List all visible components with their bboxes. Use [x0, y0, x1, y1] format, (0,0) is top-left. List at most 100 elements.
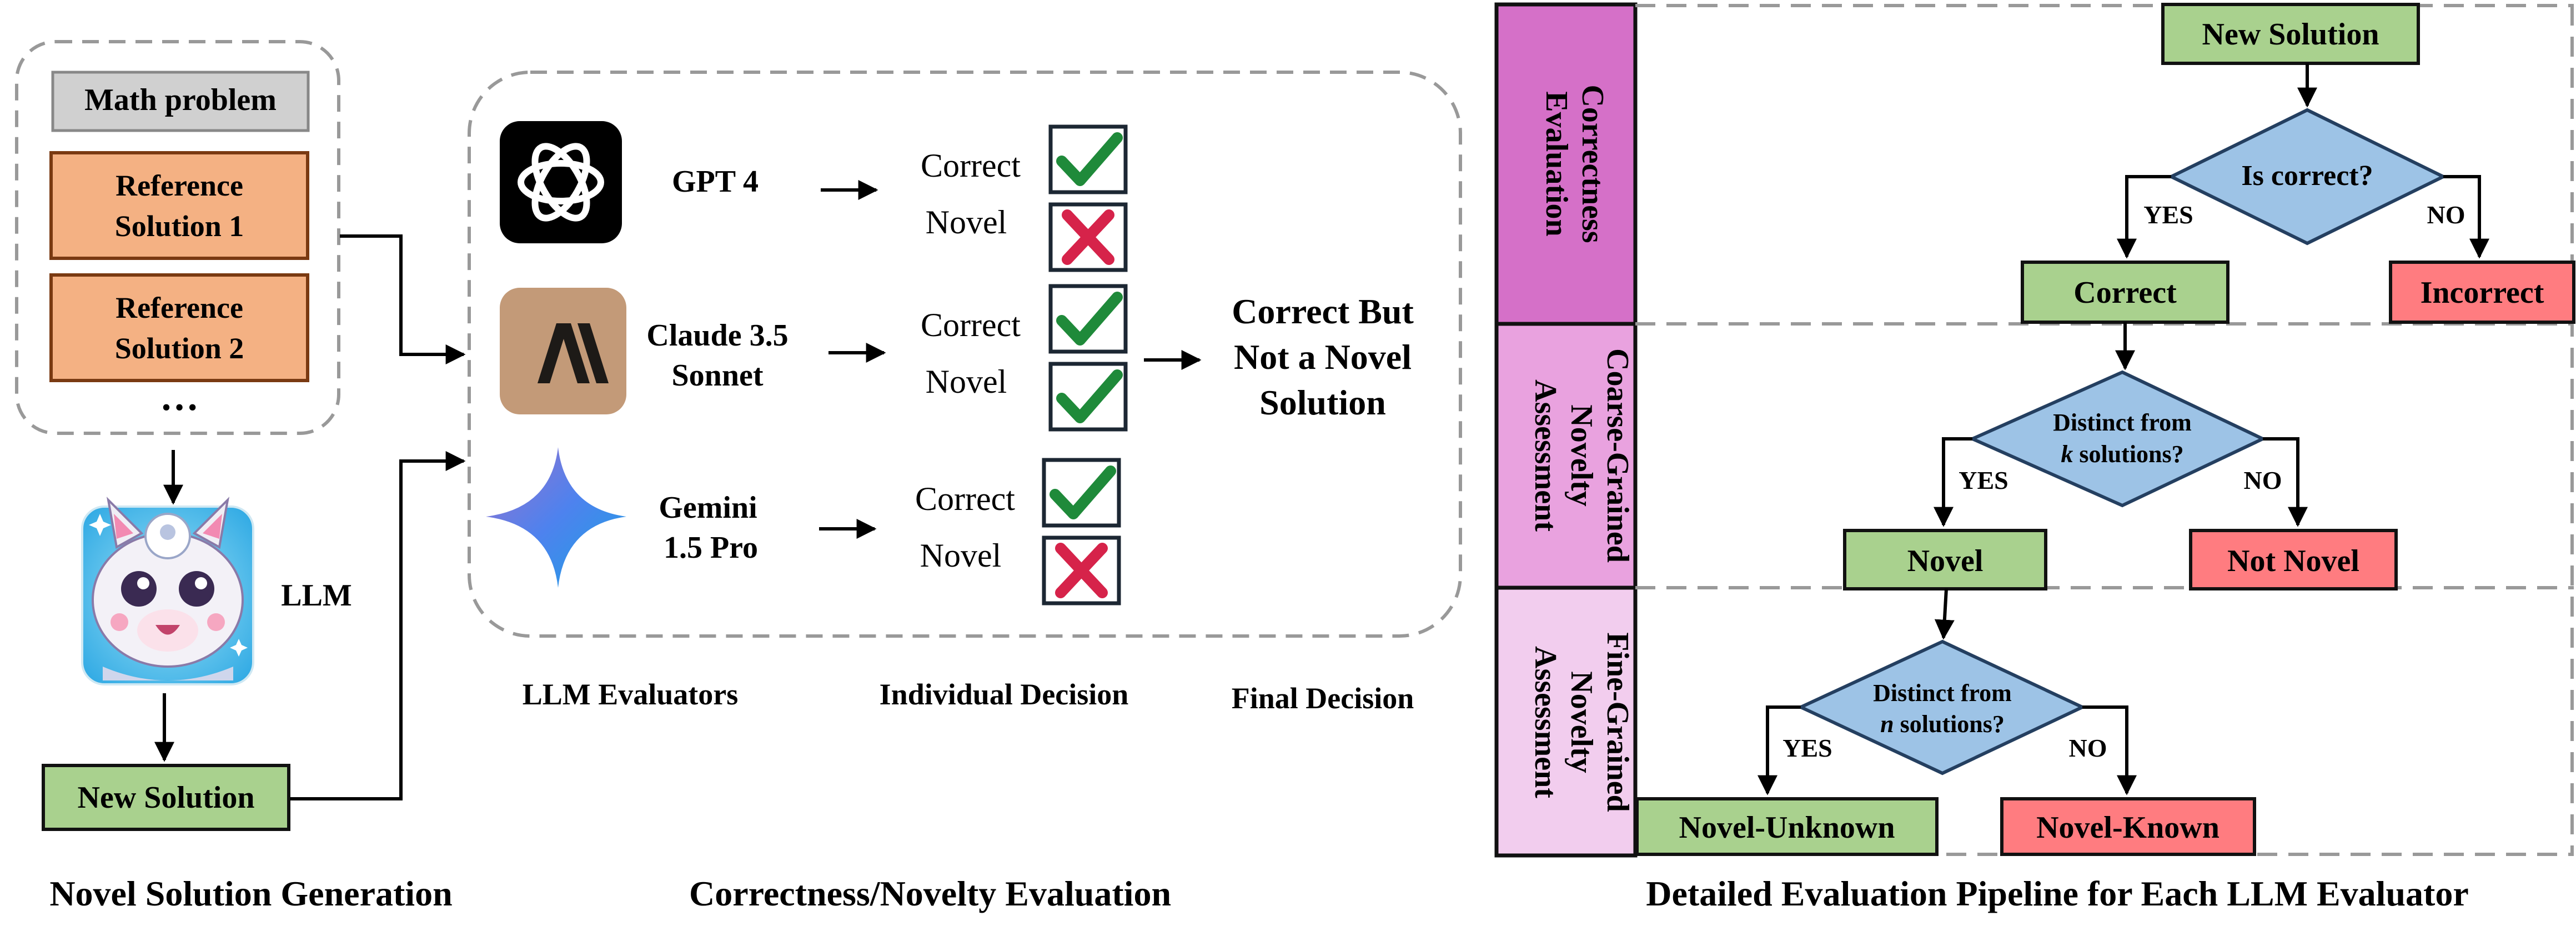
reference-solution-2-line1: Reference — [116, 291, 243, 324]
llm-label: LLM — [281, 578, 352, 613]
model-name-claude-line1: Claude 3.5 — [646, 318, 788, 353]
arrow-q3-no — [2082, 705, 2137, 795]
connector-references-to-evaluators — [340, 234, 466, 364]
q2-yes-label: YES — [1959, 466, 2008, 494]
section-title-generation: Novel Solution Generation — [49, 874, 452, 913]
q1-yes-label: YES — [2143, 201, 2193, 229]
gpt4-novel-label: Novel — [926, 204, 1007, 241]
stage-correctness-line1: Correctness — [1575, 84, 1610, 243]
evaluation-panel: GPT 4 Correct Novel Claude 3.5 Sonnet Co… — [468, 71, 1462, 913]
evaluator-row-gemini: Gemini 1.5 Pro Correct Novel — [486, 447, 1121, 605]
decision-distinct-n-line2: n solutions? — [1880, 710, 2005, 738]
novel-known-label: Novel-Known — [2036, 810, 2220, 845]
q2-rest: solutions? — [2073, 441, 2183, 468]
reference-solution-2-box — [49, 273, 309, 382]
decision-distinct-k — [1968, 370, 2267, 508]
stage-fine-line1: Fine-Grained — [1600, 632, 1635, 812]
novel-unknown-label: Novel-Unknown — [1679, 810, 1895, 845]
gpt4-correct-check-icon — [1048, 124, 1128, 194]
openai-logo-icon — [500, 121, 622, 243]
arrow-q1-no — [2443, 175, 2489, 259]
model-name-gemini-line2: 1.5 Pro — [664, 530, 758, 565]
arrow-q2-no — [2263, 437, 2308, 527]
decision-distinct-k-line1: Distinct from — [2053, 409, 2192, 436]
stage-fine-band — [1494, 585, 1638, 858]
pipeline-panel: Correctness Evaluation Coarse-Grained No… — [1494, 2, 2575, 913]
reference-solution-2-line2: Solution 2 — [115, 332, 244, 365]
claude-novel-check-icon — [1048, 362, 1128, 432]
q3-rest: solutions? — [1894, 710, 2005, 738]
gpt4-novel-cross-icon — [1048, 202, 1128, 272]
not-novel-box — [2189, 529, 2398, 590]
arrow-q1-yes — [2117, 175, 2171, 259]
decision-is-correct — [2167, 108, 2447, 246]
claude-correct-check-icon — [1048, 284, 1128, 354]
gemini-novel-label: Novel — [920, 537, 1002, 574]
anthropic-logo-icon — [500, 288, 626, 414]
final-decision-line3: Solution — [1259, 383, 1386, 422]
arrow-q3-yes — [1757, 705, 1801, 795]
gemini-star-icon — [486, 447, 626, 588]
claude-correct-label: Correct — [921, 307, 1021, 343]
correct-box — [2021, 261, 2229, 324]
model-name-gpt4: GPT 4 — [672, 164, 759, 199]
novel-known-box — [2000, 797, 2256, 856]
stage-correctness-line2: Evaluation — [1539, 91, 1574, 236]
new-solution-label: New Solution — [78, 780, 255, 815]
reference-solution-1-box — [49, 151, 309, 260]
more-references-ellipsis: … — [160, 376, 199, 419]
openai-knot — [518, 143, 604, 222]
llama-llm-icon — [81, 497, 254, 685]
model-name-gemini-line1: Gemini — [659, 490, 757, 525]
arrow-q2-yes — [1934, 437, 1972, 527]
decision-is-correct-label: Is correct? — [2241, 160, 2373, 192]
math-problem-box — [51, 71, 310, 132]
final-decision-line2: Not a Novel — [1234, 337, 1412, 377]
model-name-claude-line2: Sonnet — [672, 358, 764, 393]
new-solution-box — [42, 764, 290, 831]
reference-solution-1-line2: Solution 1 — [115, 209, 244, 243]
stage-coarse-line1: Coarse-Grained — [1600, 348, 1635, 563]
pipeline-new-solution-label: New Solution — [2202, 17, 2379, 52]
math-problem-label: Math problem — [84, 83, 277, 117]
novel-unknown-box — [1635, 797, 1939, 856]
section-title-evaluation: Correctness/Novelty Evaluation — [689, 874, 1171, 913]
incorrect-box — [2389, 261, 2575, 324]
q3-yes-label: YES — [1782, 734, 1832, 762]
decision-distinct-n-line1: Distinct from — [1873, 679, 2012, 707]
column-label-individual: Individual Decision — [880, 678, 1129, 711]
q1-no-label: NO — [2427, 201, 2465, 229]
q2-no-label: NO — [2244, 466, 2282, 494]
stage-coarse-line3: Assessment — [1528, 379, 1563, 532]
gemini-correct-label: Correct — [915, 480, 1015, 517]
stage-coarse-line2: Novelty — [1564, 404, 1599, 507]
incorrect-label: Incorrect — [2421, 276, 2544, 310]
q3-variable: n — [1880, 710, 1894, 738]
evaluators-group-frame — [468, 71, 1462, 638]
final-decision-line1: Correct But — [1232, 292, 1414, 331]
q2-variable: k — [2061, 441, 2073, 468]
gemini-correct-check-icon — [1042, 458, 1121, 528]
decision-distinct-k-line2: k solutions? — [2061, 441, 2183, 468]
gemini-novel-cross-icon — [1042, 535, 1121, 605]
decision-distinct-n — [1796, 639, 2087, 775]
q3-no-label: NO — [2069, 734, 2107, 762]
not-novel-label: Not Novel — [2227, 544, 2359, 578]
stage-fine-line2: Novelty — [1564, 671, 1599, 773]
evaluator-row-claude: Claude 3.5 Sonnet Correct Novel — [500, 284, 1202, 432]
evaluator-row-gpt4: GPT 4 Correct Novel — [500, 121, 1128, 272]
novel-label: Novel — [1907, 544, 1984, 578]
section-title-pipeline: Detailed Evaluation Pipeline for Each LL… — [1646, 874, 2469, 913]
pipeline-new-solution-box — [2161, 3, 2420, 65]
arrow-novel-to-q3 — [1934, 588, 1955, 640]
stage-fine-line3: Assessment — [1528, 646, 1563, 798]
correct-label: Correct — [2073, 276, 2177, 310]
reference-solution-1-line1: Reference — [116, 169, 243, 202]
reference-group-frame — [15, 40, 340, 435]
anthropic-logo-glyph — [538, 323, 609, 383]
claude-novel-label: Novel — [926, 363, 1007, 400]
column-label-final: Final Decision — [1232, 682, 1414, 715]
generation-panel: Math problem Reference Solution 1 Refere… — [15, 40, 466, 913]
column-label-evaluators: LLM Evaluators — [523, 678, 739, 711]
